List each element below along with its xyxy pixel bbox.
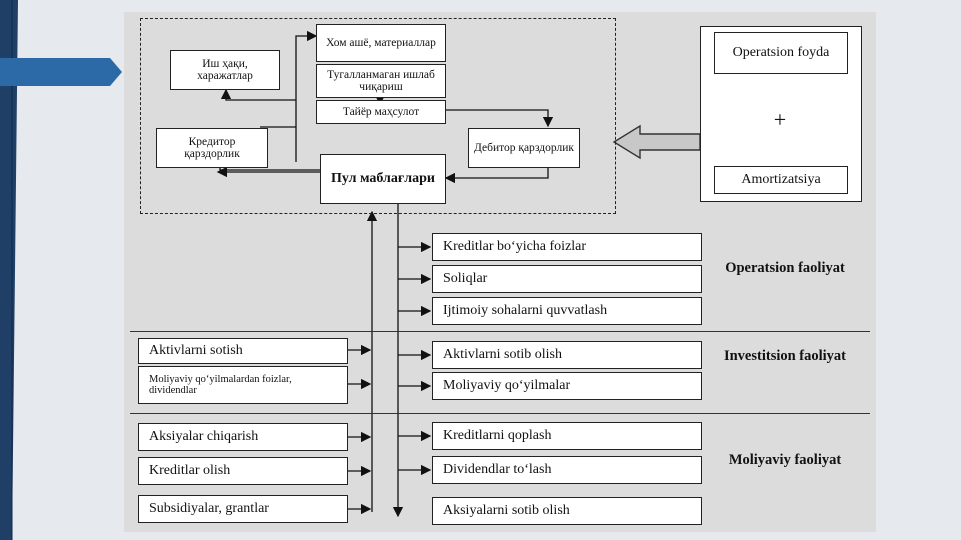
creditor-debt-box: Кредитор қарздорлик (156, 128, 268, 168)
operating-activity-label: Operatsion faoliyat (725, 260, 845, 276)
amortization-box: Amortizatsiya (714, 166, 848, 194)
section-divider-2 (130, 413, 870, 414)
raw-materials-box: Хом ашё, материаллар (316, 24, 446, 62)
operating-outflow-item: Soliqlar (432, 265, 702, 293)
financing-activity-label: Moliyaviy faoliyat (728, 452, 842, 468)
financing-outflow-item: Aksiyalarni sotib olish (432, 497, 702, 525)
operating-profit-box: Operatsion foyda (714, 32, 848, 74)
wages-expenses-box: Иш ҳақи, харажатлар (170, 50, 280, 90)
investing-activity-label: Investitsion faoliyat (723, 348, 847, 364)
operating-outflow-item: Kreditlar bo‘yicha foizlar (432, 233, 702, 261)
section-divider-1 (130, 331, 870, 332)
work-in-progress-box: Тугалланмаган ишлаб чиқариш (316, 64, 446, 98)
financing-inflow-item: Aksiyalar chiqarish (138, 423, 348, 451)
financing-outflow-item: Dividendlar to‘lash (432, 456, 702, 484)
debtor-debt-box: Дебитор қарздорлик (468, 128, 580, 168)
investing-outflow-item: Moliyaviy qo‘yilmalar (432, 372, 702, 400)
investing-inflow-item: Aktivlarni sotish (138, 338, 348, 364)
cash-cycle-frame (140, 18, 616, 214)
operating-outflow-item: Ijtimoiy sohalarni quvvatlash (432, 297, 702, 325)
financing-inflow-item: Kreditlar olish (138, 457, 348, 485)
investing-inflow-item: Moliyaviy qo‘yilmalardan foizlar, divide… (138, 366, 348, 404)
financing-inflow-item: Subsidiyalar, grantlar (138, 495, 348, 523)
plus-sign: + (773, 107, 787, 132)
investing-outflow-item: Aktivlarni sotib olish (432, 341, 702, 369)
finished-goods-box: Тайёр маҳсулот (316, 100, 446, 124)
cash-box: Пул маблағлари (320, 154, 446, 204)
financing-outflow-item: Kreditlarni qoplash (432, 422, 702, 450)
